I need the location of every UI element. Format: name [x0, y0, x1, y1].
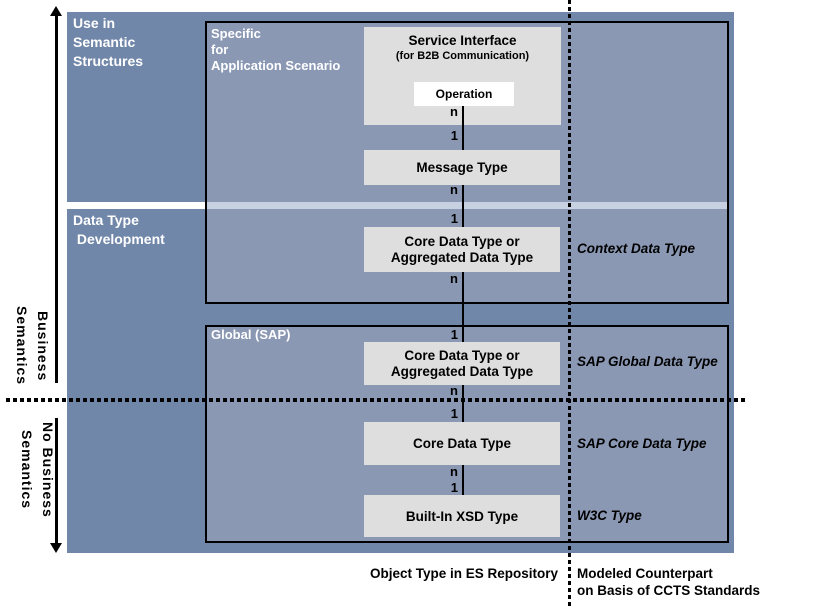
row-divider-panel: [207, 202, 727, 209]
label-line: for: [211, 42, 229, 57]
built-in-xsd-type-box: Built-In XSD Type: [364, 495, 560, 537]
business-semantics-label: Business Semantics: [11, 296, 53, 396]
axis-line-no-business: [55, 418, 58, 544]
connector-message-core: [462, 185, 464, 227]
sap-core-data-type-label: SAP Core Data Type: [577, 436, 707, 451]
cardinality-1: 1: [450, 480, 458, 495]
connector-global-coredt: [462, 385, 464, 422]
label-line: Semantic: [73, 34, 136, 50]
core-data-type-box: Core Data Type: [364, 422, 560, 465]
modeled-counterpart-label: Modeled Counterpart on Basis of CCTS Sta…: [577, 565, 760, 599]
cardinality-1: 1: [450, 327, 458, 342]
cardinality-n: n: [450, 383, 458, 398]
core-data-type-label: Core Data Type: [412, 436, 512, 451]
label-line: Semantics: [19, 430, 35, 510]
label-line: Business: [35, 310, 51, 382]
axis-line-business: [55, 15, 58, 383]
cardinality-1: 1: [450, 211, 458, 226]
cardinality-n: n: [450, 464, 458, 479]
box-label-line: Aggregated Data Type: [390, 249, 534, 265]
cardinality-n: n: [450, 104, 458, 119]
box-label-line: Core Data Type or: [404, 347, 520, 363]
axis-arrowhead-down: [50, 543, 62, 553]
message-type-box: Message Type: [364, 150, 560, 185]
label-line: Specific: [211, 26, 261, 41]
connector-coredt-xsd: [462, 465, 464, 495]
label-line: Modeled Counterpart: [577, 566, 713, 581]
label-line: Semantics: [14, 306, 30, 386]
cardinality-n: n: [450, 182, 458, 197]
w3c-type-label: W3C Type: [577, 508, 642, 523]
box-label-line: Core Data Type or: [404, 233, 520, 249]
row-divider-left: [67, 202, 205, 209]
label-line: Data Type: [73, 212, 139, 228]
connector-operation-message: [462, 106, 464, 150]
sap-global-data-type-label: SAP Global Data Type: [577, 354, 718, 369]
label-line: on Basis of CCTS Standards: [577, 583, 761, 598]
label-line: Use in: [73, 15, 116, 31]
object-type-in-es-repository-label: Object Type in ES Repository: [369, 566, 558, 581]
specific-for-application-scenario-label: Specific for Application Scenario: [211, 26, 340, 74]
cardinality-n: n: [450, 271, 458, 286]
cardinality-1: 1: [450, 406, 458, 421]
context-data-type-label: Context Data Type: [577, 241, 696, 256]
horizontal-dotted-separator: [6, 398, 745, 402]
global-sap-label: Global (SAP): [211, 327, 291, 342]
operation-box: Operation: [414, 82, 514, 106]
built-in-xsd-type-label: Built-In XSD Type: [405, 508, 519, 524]
cardinality-1: 1: [450, 128, 458, 143]
vertical-dotted-separator: [568, 0, 571, 609]
service-interface-title: Service Interface: [408, 33, 517, 48]
label-line: Structures: [73, 53, 144, 69]
axis-arrowhead-up: [50, 6, 62, 16]
message-type-label: Message Type: [416, 160, 508, 175]
box-label-line: Aggregated Data Type: [390, 363, 534, 379]
use-in-semantic-structures-label: Use in Semantic Structures: [73, 14, 143, 71]
no-business-semantics-label: No Business Semantics: [16, 414, 58, 526]
data-type-development-label: Data Type Development: [73, 211, 165, 249]
core-or-aggregated-box-global: Core Data Type or Aggregated Data Type: [364, 342, 560, 385]
label-line: Application Scenario: [211, 58, 341, 73]
label-line: Development: [73, 231, 165, 247]
service-interface-subtitle: (for B2B Communication): [395, 50, 530, 62]
core-or-aggregated-box-context: Core Data Type or Aggregated Data Type: [364, 227, 560, 272]
connector-core-global: [462, 272, 464, 342]
label-line: No Business: [40, 422, 56, 518]
